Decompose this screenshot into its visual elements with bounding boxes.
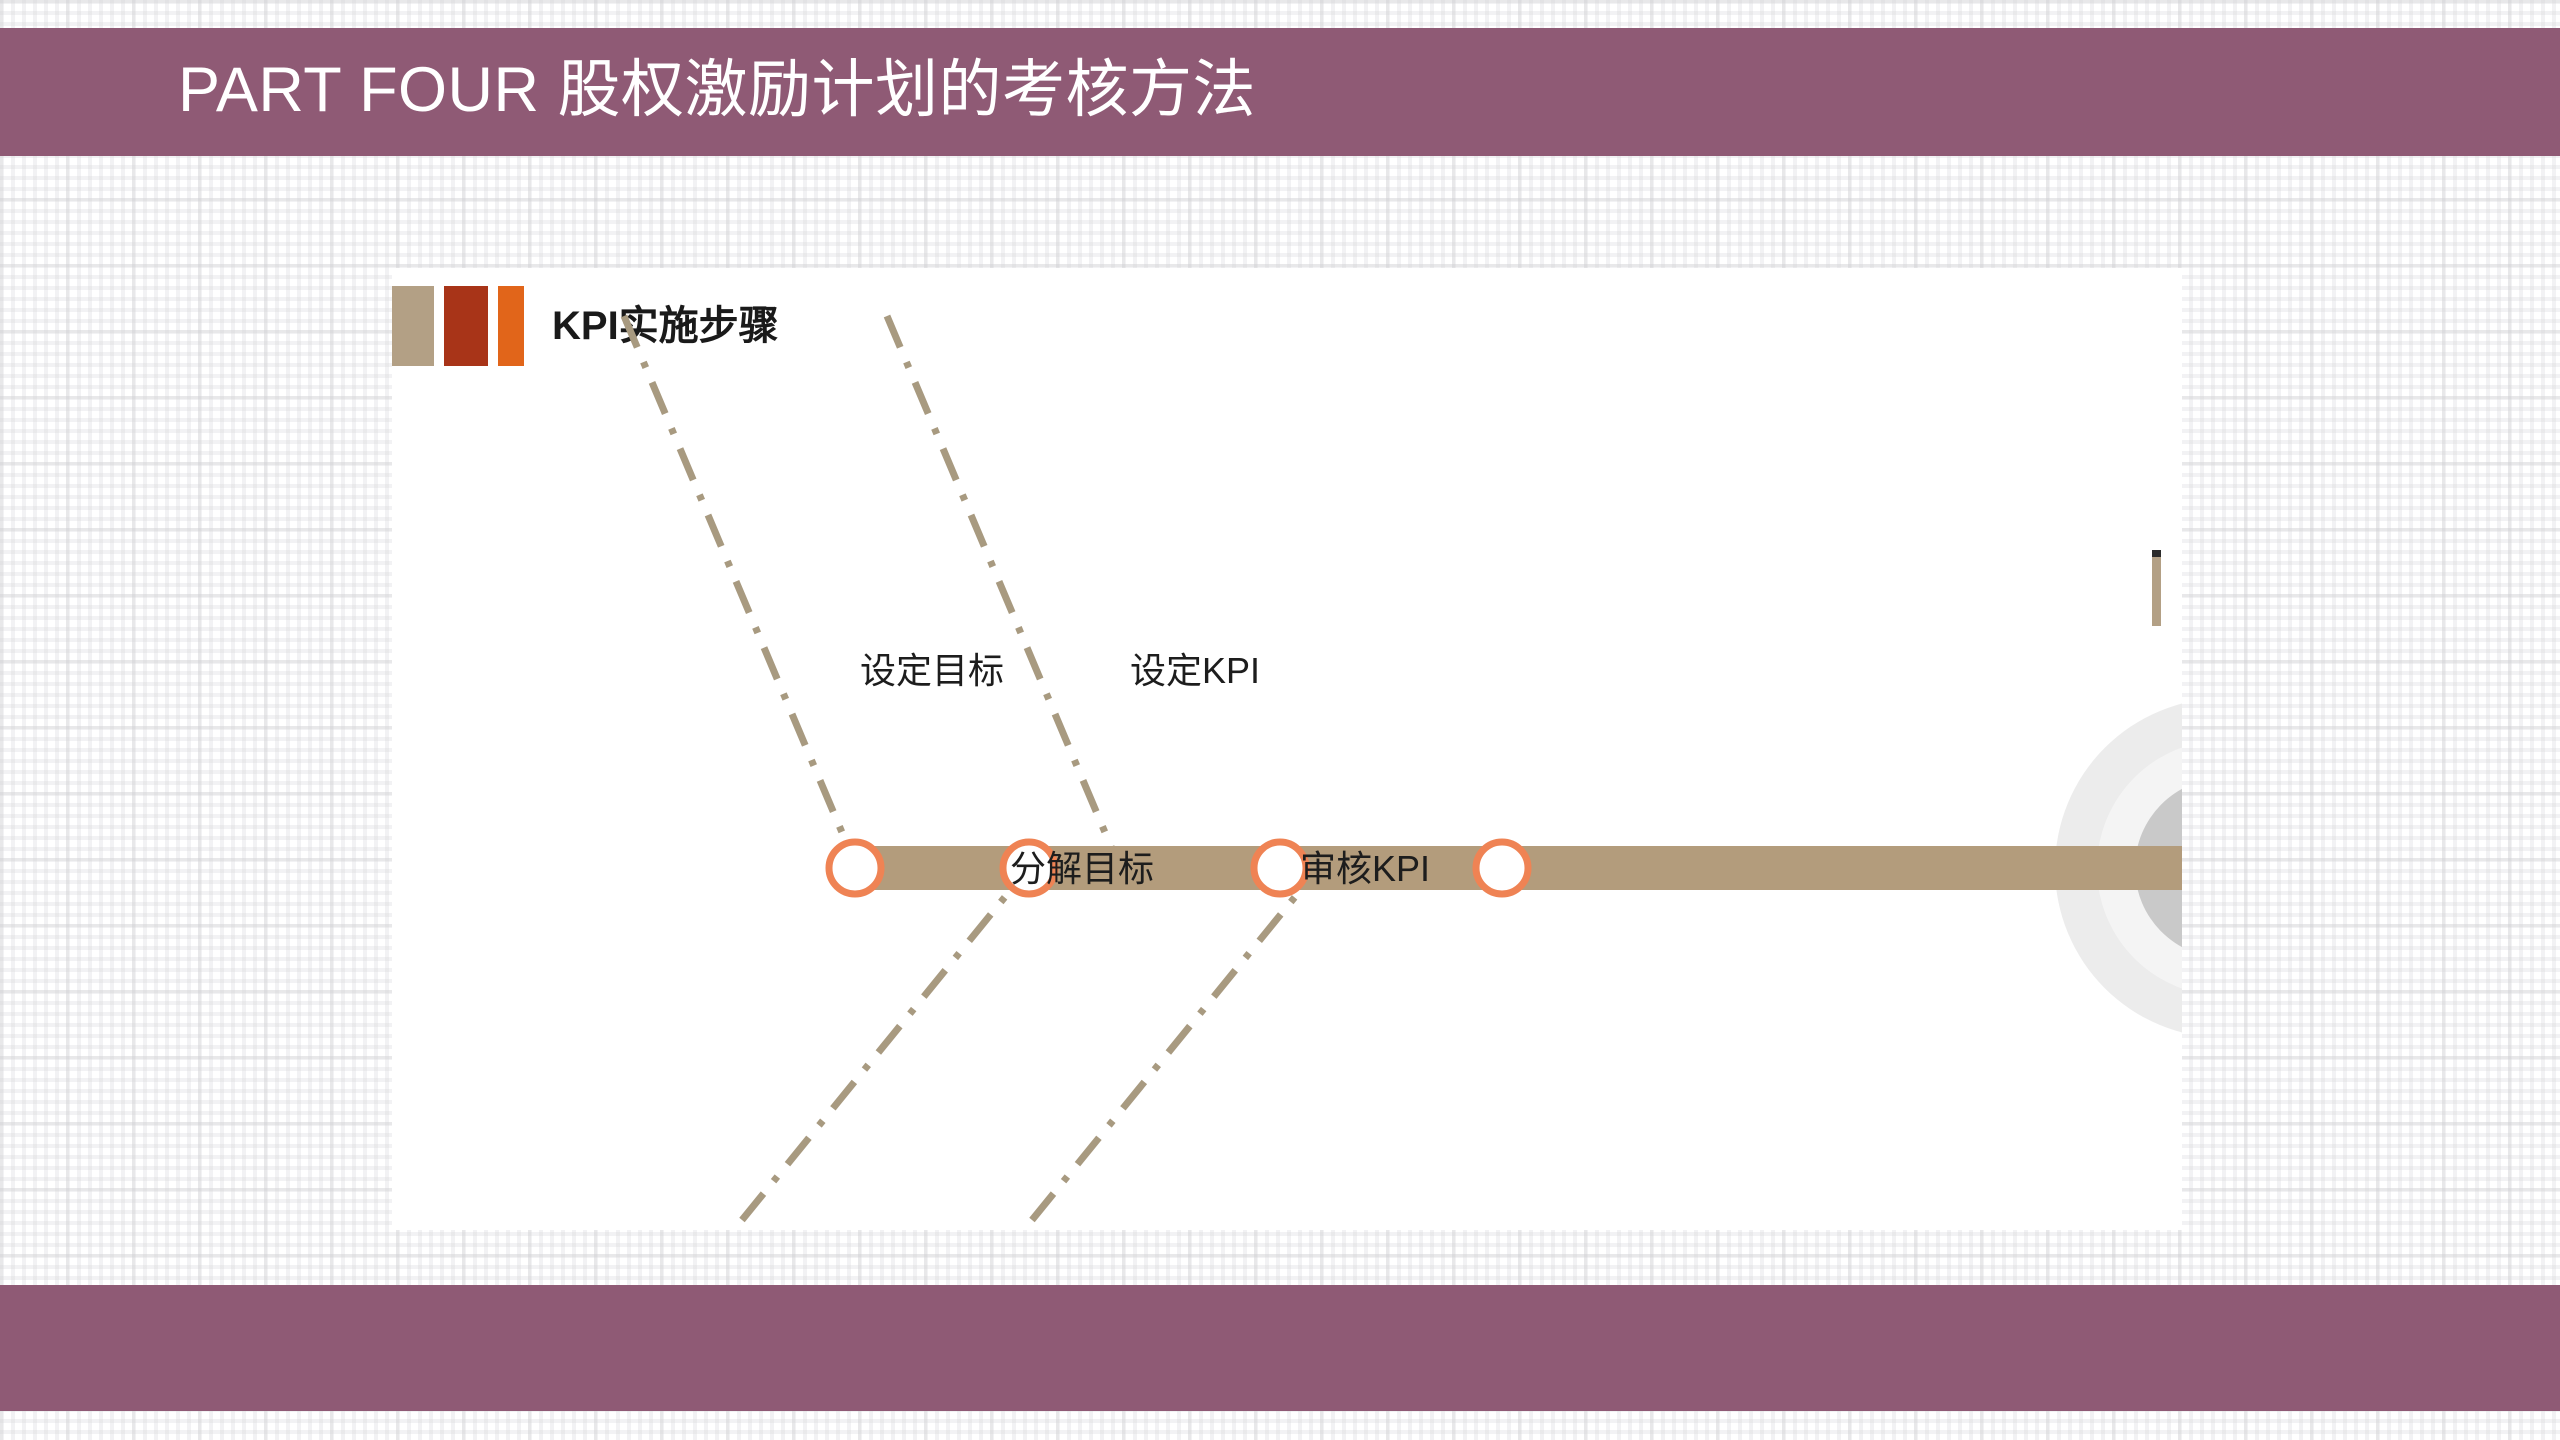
kpi-process-diagram: 设定目标 设定KPI 分解目标 审核KPI [392, 268, 2182, 1230]
card-title-row: KPI实施步骤 [392, 286, 779, 366]
footer-band [0, 1285, 2560, 1411]
content-card: KPI实施步骤 [392, 268, 2182, 1230]
right-edge-marker-cap [2152, 550, 2161, 557]
connector-line-step-1 [620, 314, 861, 870]
milestone-node-1[interactable] [825, 838, 885, 898]
card-title: KPI实施步骤 [552, 304, 779, 348]
accent-bar-tan [392, 286, 434, 366]
milestone-node-4[interactable] [1472, 838, 1532, 898]
step-label-decompose-goal: 分解目标 [1010, 848, 1155, 889]
page-title: PART FOUR 股权激励计划的考核方法 [178, 55, 1257, 126]
connector-line-step-2 [739, 873, 1025, 1223]
step-label-set-kpi: 设定KPI [1130, 650, 1261, 691]
connector-line-step-4 [1029, 873, 1315, 1223]
accent-bar-orange [498, 286, 524, 366]
connector-line-step-3 [883, 314, 1124, 870]
accent-bar-brick [444, 286, 488, 366]
step-label-set-goal: 设定目标 [860, 650, 1005, 691]
right-edge-marker [2152, 550, 2161, 626]
milestone-node-3[interactable] [1250, 838, 1310, 898]
header-band: PART FOUR 股权激励计划的考核方法 [0, 28, 2560, 156]
step-label-review-kpi: 审核KPI [1300, 848, 1431, 889]
process-diagram-svg [620, 314, 2182, 1223]
milestone-node-2[interactable] [999, 838, 1059, 898]
